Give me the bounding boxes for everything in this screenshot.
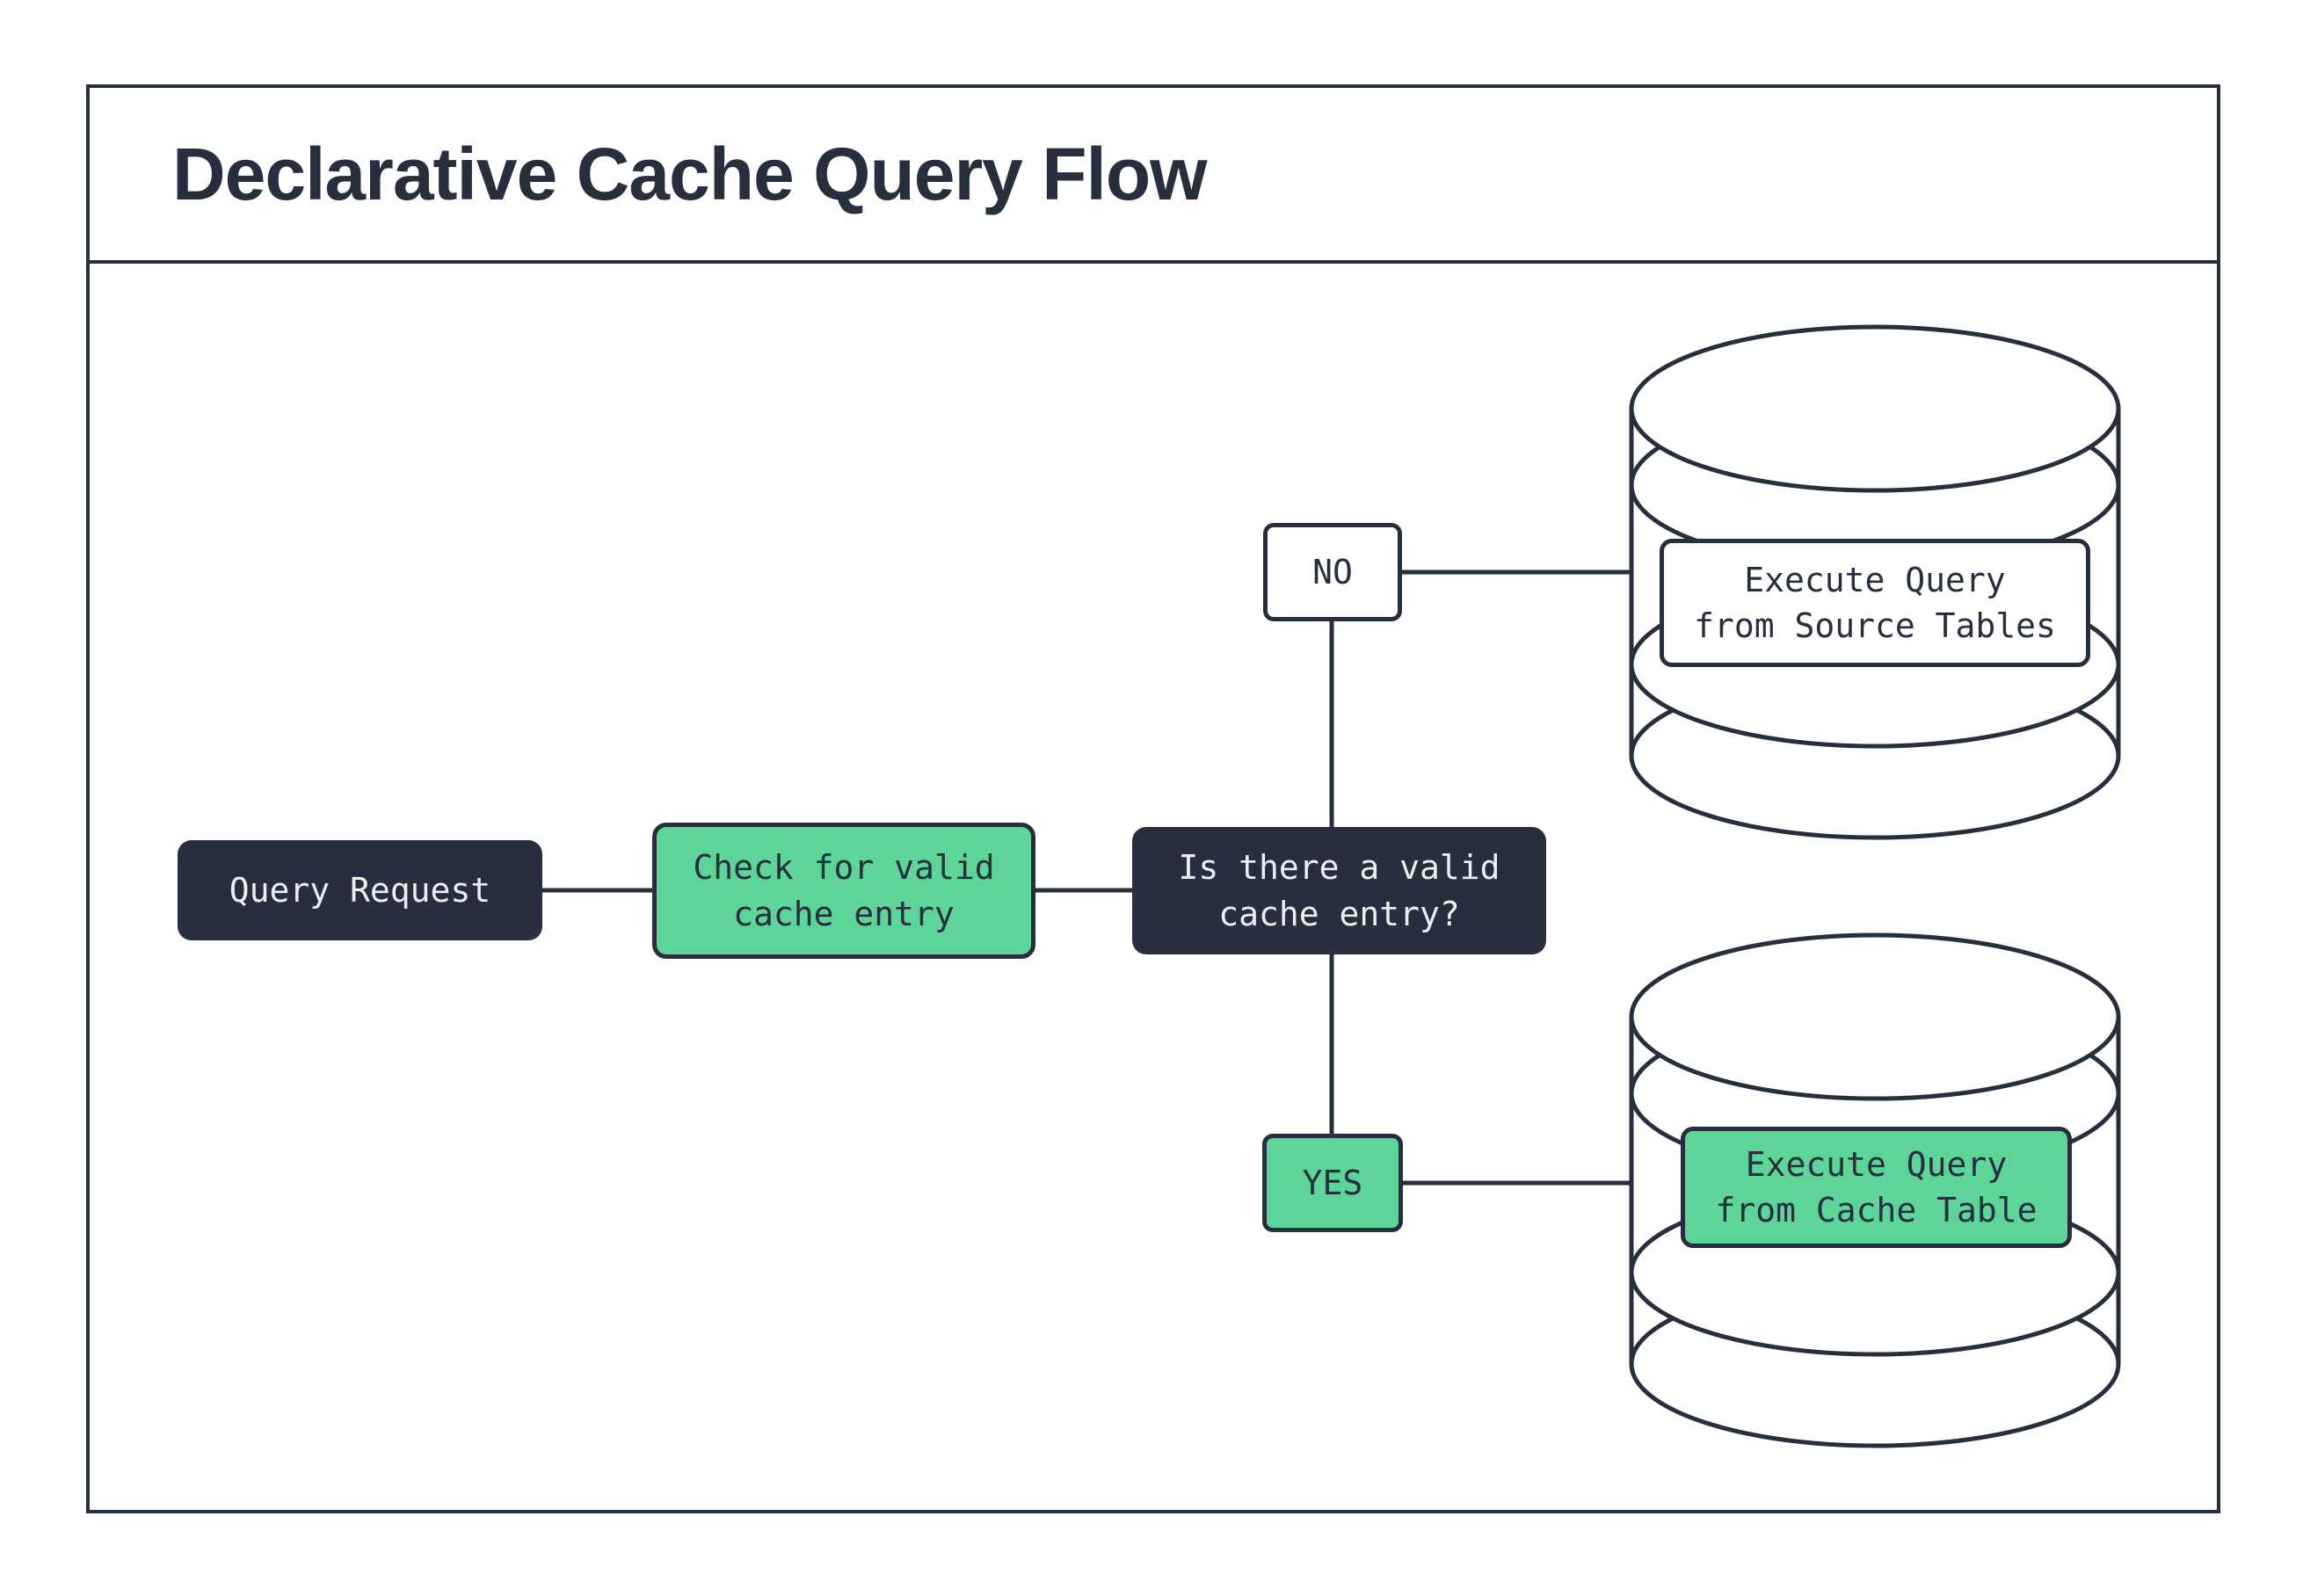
node-execute-cache-table: Execute Query from Cache Table [1681,1127,2072,1248]
diagram-frame: Declarative Cache Query Flow [86,84,2220,1513]
node-query-request: Query Request [178,840,542,940]
page-title: Declarative Cache Query Flow [172,132,1208,215]
cache-database-cylinder-icon [1629,932,2121,1448]
node-decision-valid-cache: Is there a valid cache entry? [1132,827,1546,954]
diagram-header: Declarative Cache Query Flow [90,88,2217,264]
node-check-cache: Check for valid cache entry [652,823,1035,959]
node-execute-source-tables: Execute Query from Source Tables [1660,539,2090,667]
node-branch-yes: YES [1262,1134,1403,1232]
node-branch-no: NO [1263,523,1402,621]
